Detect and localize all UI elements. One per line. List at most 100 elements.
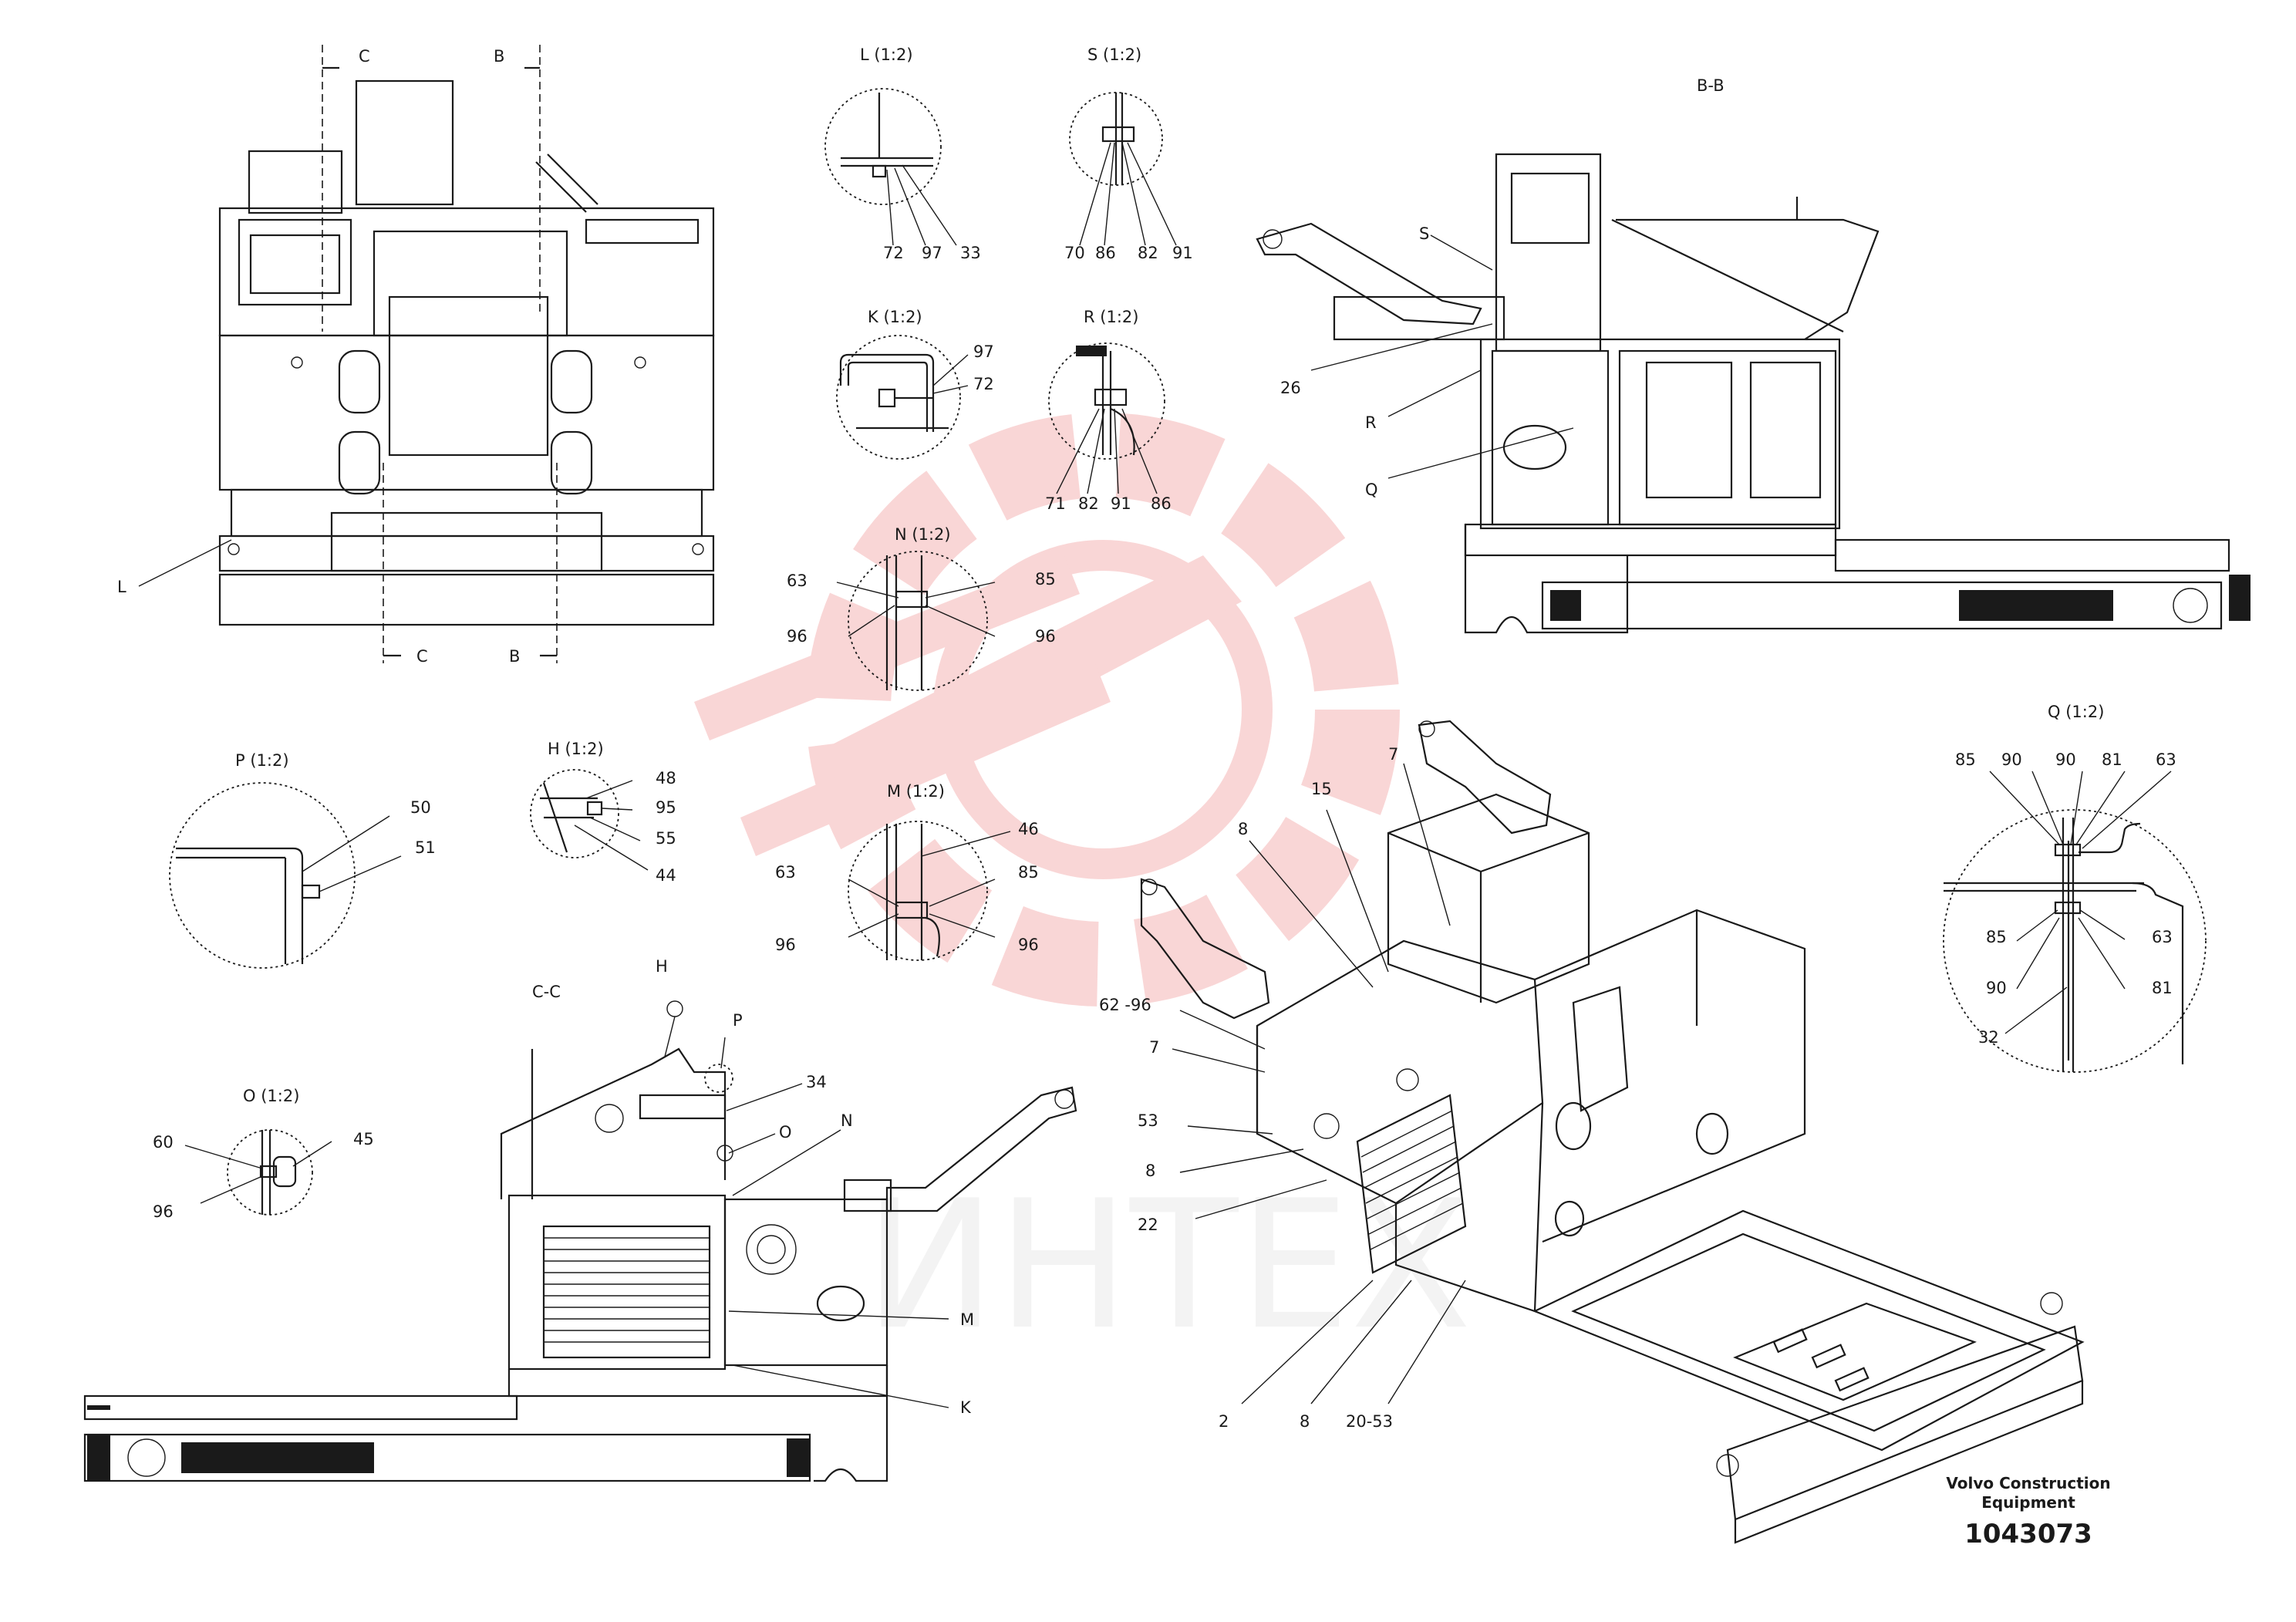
detail-l-part-2: 97 (922, 244, 942, 262)
section-b-b: B-B S 26 R Q (1256, 76, 2250, 634)
detail-q-title: Q (1:2) (2048, 703, 2104, 721)
section-cc-title: C-C (532, 983, 561, 1001)
watermark-text: ИНТЕХ (864, 1163, 1472, 1369)
detail-p-part-2: 51 (415, 838, 436, 857)
iso-label-62-96: 62 -96 (1099, 996, 1151, 1014)
iso-label-22: 22 (1138, 1216, 1158, 1234)
detail-q-part-1: 85 (1955, 750, 1976, 769)
detail-k-title: K (1:2) (868, 308, 922, 326)
detail-h-part-3: 55 (656, 829, 676, 848)
detail-o-part-2: 45 (353, 1130, 374, 1148)
watermark-gear-icon (806, 413, 1400, 1007)
detail-q-part-7: 63 (2152, 928, 2173, 946)
detail-h-part-2: 95 (656, 798, 676, 817)
detail-s-part-3: 82 (1138, 244, 1158, 262)
detail-l-title: L (1:2) (860, 46, 913, 64)
detail-n-part-4: 96 (1035, 627, 1056, 646)
iso-label-7-mid: 7 (1149, 1038, 1159, 1057)
detail-o-part-3: 96 (153, 1202, 174, 1221)
cc-ref-o: O (779, 1123, 792, 1141)
detail-q-part-9: 81 (2152, 979, 2173, 997)
detail-p: P (1:2) 50 51 (169, 751, 436, 969)
iso-label-15: 15 (1311, 780, 1332, 798)
detail-m-title: M (1:2) (887, 782, 945, 801)
cc-ref-34: 34 (806, 1073, 827, 1091)
detail-k-part-2: 72 (973, 375, 994, 393)
section-c-c: C-C (83, 957, 1077, 1482)
bb-ref-s: S (1419, 224, 1429, 243)
iso-label-20-53: 20-53 (1346, 1412, 1393, 1431)
detail-n-part-1: 63 (787, 572, 807, 590)
detail-m-part-4: 96 (775, 936, 796, 954)
front-view: C B C B L (117, 45, 715, 666)
detail-s-part-1: 70 (1064, 244, 1085, 262)
maker-name-line1: Volvo Construction (1946, 1474, 2110, 1492)
cut-label-b-top: B (494, 47, 504, 66)
bb-ref-26: 26 (1280, 379, 1301, 397)
detail-r-part-4: 86 (1151, 494, 1172, 513)
document-number: 1043073 (1964, 1519, 2092, 1549)
detail-s: S (1:2) 70 86 82 91 (1064, 46, 1193, 262)
detail-o-title: O (1:2) (243, 1087, 299, 1105)
cut-label-c-bottom: C (416, 647, 428, 666)
detail-k: K (1:2) 97 72 (836, 308, 994, 460)
detail-n-part-3: 96 (787, 627, 807, 646)
detail-m-part-2: 63 (775, 863, 796, 882)
detail-p-title: P (1:2) (235, 751, 289, 770)
cut-label-c-top: C (359, 47, 370, 66)
detail-o-part-1: 60 (153, 1133, 174, 1152)
detail-n: N (1:2) 63 85 96 96 (787, 525, 1056, 691)
detail-q-part-6: 85 (1986, 928, 2007, 946)
detail-h-title: H (1:2) (548, 740, 604, 758)
iso-label-53: 53 (1138, 1111, 1158, 1130)
bb-ref-r: R (1365, 413, 1377, 432)
isometric-view: 7 15 8 62 -96 7 53 8 22 2 8 20-53 (1099, 720, 2085, 1544)
front-ref-l: L (117, 578, 126, 596)
cc-ref-k: K (960, 1398, 972, 1417)
detail-s-part-2: 86 (1095, 244, 1116, 262)
detail-m-part-1: 46 (1018, 820, 1039, 838)
detail-s-part-4: 91 (1172, 244, 1193, 262)
cut-label-b-bottom: B (509, 647, 520, 666)
detail-p-part-1: 50 (410, 798, 431, 817)
detail-n-part-2: 85 (1035, 570, 1056, 588)
detail-s-title: S (1:2) (1087, 46, 1141, 64)
section-bb-title: B-B (1697, 76, 1725, 95)
detail-q-part-4: 81 (2102, 750, 2122, 769)
detail-r-title: R (1:2) (1084, 308, 1138, 326)
detail-r-part-2: 82 (1078, 494, 1099, 513)
iso-label-2: 2 (1219, 1412, 1229, 1431)
cc-ref-m: M (960, 1310, 974, 1329)
detail-m-part-5: 96 (1018, 936, 1039, 954)
bb-ref-q: Q (1365, 481, 1378, 499)
detail-m-part-3: 85 (1018, 863, 1039, 882)
detail-r-part-3: 91 (1111, 494, 1131, 513)
detail-q-part-5: 63 (2156, 750, 2176, 769)
iso-label-8-top: 8 (1238, 820, 1248, 838)
iso-label-8-mid: 8 (1145, 1162, 1155, 1180)
detail-q: Q (1:2) 85 90 90 81 63 85 63 90 81 32 (1943, 703, 2207, 1073)
radiator-louvers (542, 1225, 711, 1359)
detail-l-part-1: 72 (883, 244, 904, 262)
detail-q-part-3: 90 (2055, 750, 2076, 769)
detail-l-part-3: 33 (960, 244, 981, 262)
iso-label-8-bottom: 8 (1300, 1412, 1310, 1431)
cc-ref-p: P (733, 1011, 743, 1030)
detail-o: O (1:2) 60 45 96 (153, 1087, 374, 1221)
watermark-logo: ИНТЕХ (694, 413, 1472, 1369)
detail-r-part-1: 71 (1045, 494, 1066, 513)
detail-r: R (1:2) 71 82 91 86 (1045, 308, 1172, 513)
maker-name-line2: Equipment (1981, 1493, 2075, 1512)
detail-h-part-1: 48 (656, 769, 676, 787)
detail-q-part-10: 32 (1978, 1028, 1999, 1047)
detail-l: L (1:2) 72 97 33 (824, 46, 981, 262)
detail-n-title: N (1:2) (895, 525, 951, 544)
cc-ref-h: H (656, 957, 668, 976)
detail-q-part-2: 90 (2001, 750, 2022, 769)
cc-ref-n: N (841, 1111, 853, 1130)
title-block: Volvo Construction Equipment 1043073 (1946, 1474, 2110, 1549)
watermark-wrench-icon (810, 555, 1242, 810)
iso-radiator-grille (1356, 1094, 1467, 1274)
detail-k-part-1: 97 (973, 342, 994, 361)
